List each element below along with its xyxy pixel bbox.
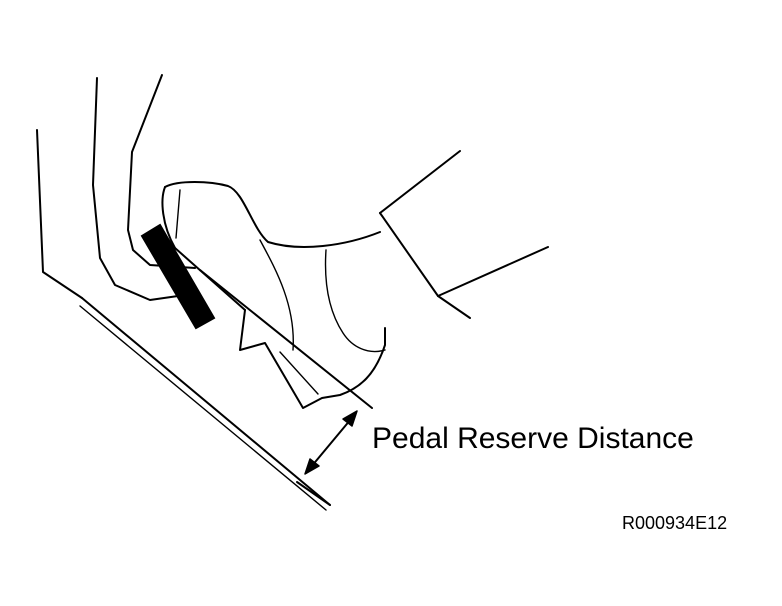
- brake-pedal-pad: [140, 223, 216, 330]
- brake-pedal-arm: [92, 74, 196, 301]
- pedal-reserve-distance-label: Pedal Reserve Distance: [372, 422, 694, 455]
- figure-reference-code: R000934E12: [622, 513, 728, 533]
- pant-leg: [379, 150, 549, 319]
- pedal-reference-line: [199, 269, 373, 409]
- floor-panel: [36, 129, 331, 511]
- shoe: [161, 181, 386, 409]
- reserve-distance-arrow: [304, 410, 358, 475]
